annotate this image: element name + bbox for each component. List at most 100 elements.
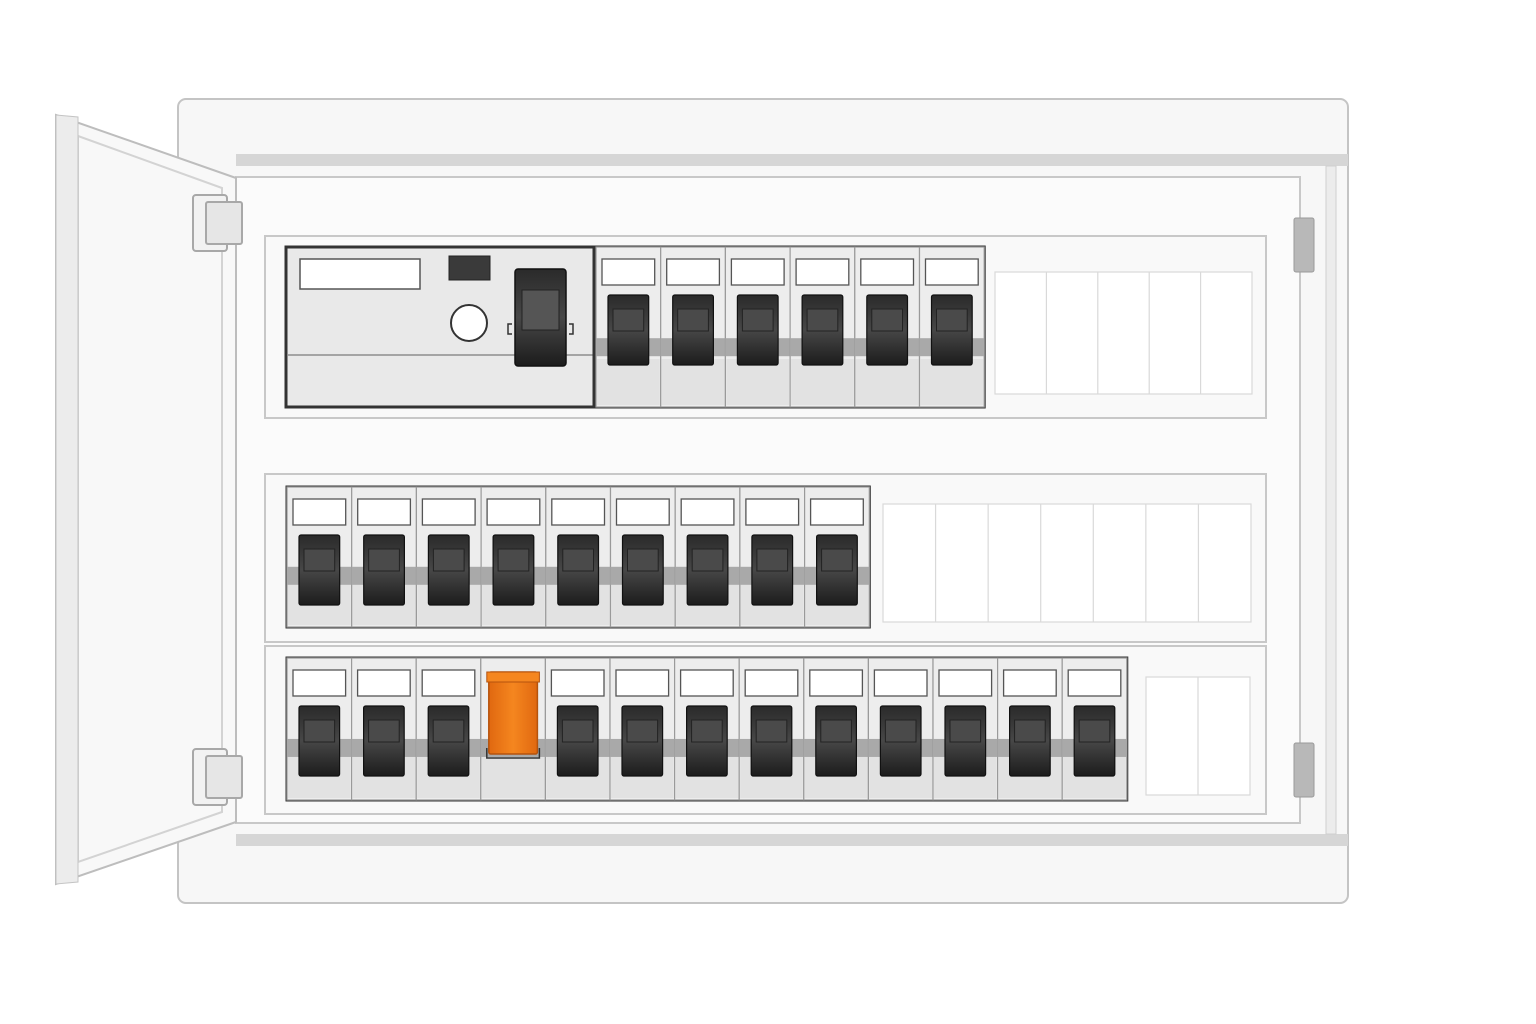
circuit-breaker[interactable]: [932, 657, 999, 801]
hinge-icon: [192, 748, 243, 806]
rcd-main-switch[interactable]: [284, 245, 597, 409]
breaker-toggle-lever[interactable]: [871, 308, 903, 332]
empty-slot-area: [882, 503, 1252, 623]
breaker-label-strip: [745, 498, 800, 526]
circuit-breaker[interactable]: [854, 246, 921, 408]
test-button-icon[interactable]: [450, 304, 488, 342]
breaker-toggle-lever[interactable]: [432, 719, 465, 743]
open-door[interactable]: [55, 113, 243, 886]
breaker-toggle-lever[interactable]: [741, 308, 774, 332]
breaker-label-strip: [615, 498, 670, 526]
breaker-toggle-lever[interactable]: [368, 548, 400, 572]
breaker-toggle-lever[interactable]: [756, 548, 789, 572]
latch-upper[interactable]: [1293, 217, 1315, 273]
breaker-toggle-lever[interactable]: [884, 719, 917, 743]
circuit-breaker[interactable]: [286, 657, 353, 801]
breaker-toggle-lever[interactable]: [691, 548, 724, 572]
breaker-row-2: [285, 485, 1252, 629]
breaker-label-strip: [292, 498, 347, 526]
circuit-breaker[interactable]: [1061, 657, 1128, 801]
breaker-toggle-lever[interactable]: [949, 719, 982, 743]
breaker-lower-face: [791, 359, 854, 405]
breaker-toggle-lever[interactable]: [627, 548, 659, 572]
rcd-label-strip: [299, 258, 421, 290]
circuit-breaker[interactable]: [918, 246, 985, 408]
breaker-label-strip: [601, 258, 656, 286]
circuit-breaker[interactable]: [674, 486, 741, 628]
circuit-breaker[interactable]: [660, 246, 727, 408]
rcd-bracket-left: [507, 323, 512, 335]
circuit-breaker[interactable]: [545, 486, 612, 628]
breaker-label-strip: [486, 498, 541, 526]
circuit-breaker[interactable]: [996, 657, 1063, 801]
circuit-breaker[interactable]: [351, 657, 417, 801]
hinge-icon: [192, 194, 243, 252]
breaker-toggle-lever[interactable]: [1078, 719, 1111, 743]
breaker-toggle-lever[interactable]: [820, 719, 852, 743]
breaker-label-strip: [924, 258, 979, 286]
empty-slots: [882, 503, 1252, 623]
enclosure-bottom-shadow: [236, 834, 1348, 846]
breaker-toggle-lever[interactable]: [691, 719, 723, 743]
circuit-breaker[interactable]: [415, 486, 482, 628]
circuit-breaker[interactable]: [544, 657, 611, 801]
breaker-toggle-lever[interactable]: [936, 308, 968, 332]
breaker-row-1: [592, 245, 1253, 409]
breaker-toggle-lever[interactable]: [612, 308, 645, 332]
latch-lower[interactable]: [1293, 742, 1315, 798]
breaker-label-strip: [421, 669, 476, 697]
circuit-breaker[interactable]: [739, 486, 806, 628]
circuit-breaker[interactable]: [286, 486, 353, 628]
breaker-lower-face: [597, 359, 660, 405]
breaker-label-strip: [421, 498, 476, 526]
breaker-toggle-lever[interactable]: [562, 548, 594, 572]
breaker-toggle-lever[interactable]: [497, 548, 530, 572]
circuit-breaker[interactable]: [673, 657, 740, 801]
breaker-label-strip: [1002, 669, 1057, 697]
circuit-breaker[interactable]: [480, 486, 547, 628]
empty-slots: [994, 271, 1253, 395]
breaker-lower-face: [481, 752, 545, 798]
rcd-bracket-right: [569, 323, 574, 335]
breaker-lower-face: [661, 359, 725, 405]
tripped-toggle-base: [486, 748, 541, 759]
breaker-label-strip: [795, 258, 850, 286]
tripped-breaker[interactable]: [480, 657, 546, 801]
breaker-toggle-lever[interactable]: [806, 308, 839, 332]
breaker-label-strip: [666, 258, 721, 286]
circuit-breaker[interactable]: [803, 657, 869, 801]
breaker-toggle-lever[interactable]: [677, 308, 709, 332]
rcd-toggle-lever[interactable]: [521, 289, 560, 331]
tripped-toggle-orange[interactable]: [488, 671, 539, 755]
circuit-breaker[interactable]: [738, 657, 805, 801]
enclosure-right-edge: [1325, 165, 1337, 835]
empty-slots: [1145, 676, 1251, 796]
breaker-label-strip: [744, 669, 799, 697]
breaker-toggle-lever[interactable]: [1014, 719, 1046, 743]
breaker-toggle-lever[interactable]: [755, 719, 788, 743]
breaker-toggle-lever[interactable]: [561, 719, 594, 743]
breaker-toggle-lever[interactable]: [821, 548, 853, 572]
breaker-toggle-lever[interactable]: [626, 719, 659, 743]
circuit-breaker[interactable]: [351, 486, 418, 628]
breaker-label-strip: [551, 498, 606, 526]
breaker-toggle-lever[interactable]: [368, 719, 400, 743]
circuit-breaker[interactable]: [595, 246, 662, 408]
circuit-breaker[interactable]: [789, 246, 856, 408]
door-edge: [55, 114, 79, 885]
breaker-lower-face: [726, 359, 790, 405]
breaker-toggle-lever[interactable]: [303, 548, 336, 572]
circuit-breaker[interactable]: [415, 657, 482, 801]
circuit-breaker[interactable]: [724, 246, 791, 408]
tripped-toggle-cap: [486, 671, 540, 683]
breaker-toggle-lever[interactable]: [303, 719, 336, 743]
breaker-toggle-lever[interactable]: [432, 548, 465, 572]
circuit-breaker[interactable]: [609, 657, 676, 801]
breaker-row-3: [285, 656, 1251, 802]
circuit-breaker[interactable]: [867, 657, 934, 801]
circuit-breaker[interactable]: [803, 486, 870, 628]
breaker-label-strip: [809, 669, 864, 697]
circuit-breaker[interactable]: [609, 486, 676, 628]
breaker-label-strip: [730, 258, 785, 286]
